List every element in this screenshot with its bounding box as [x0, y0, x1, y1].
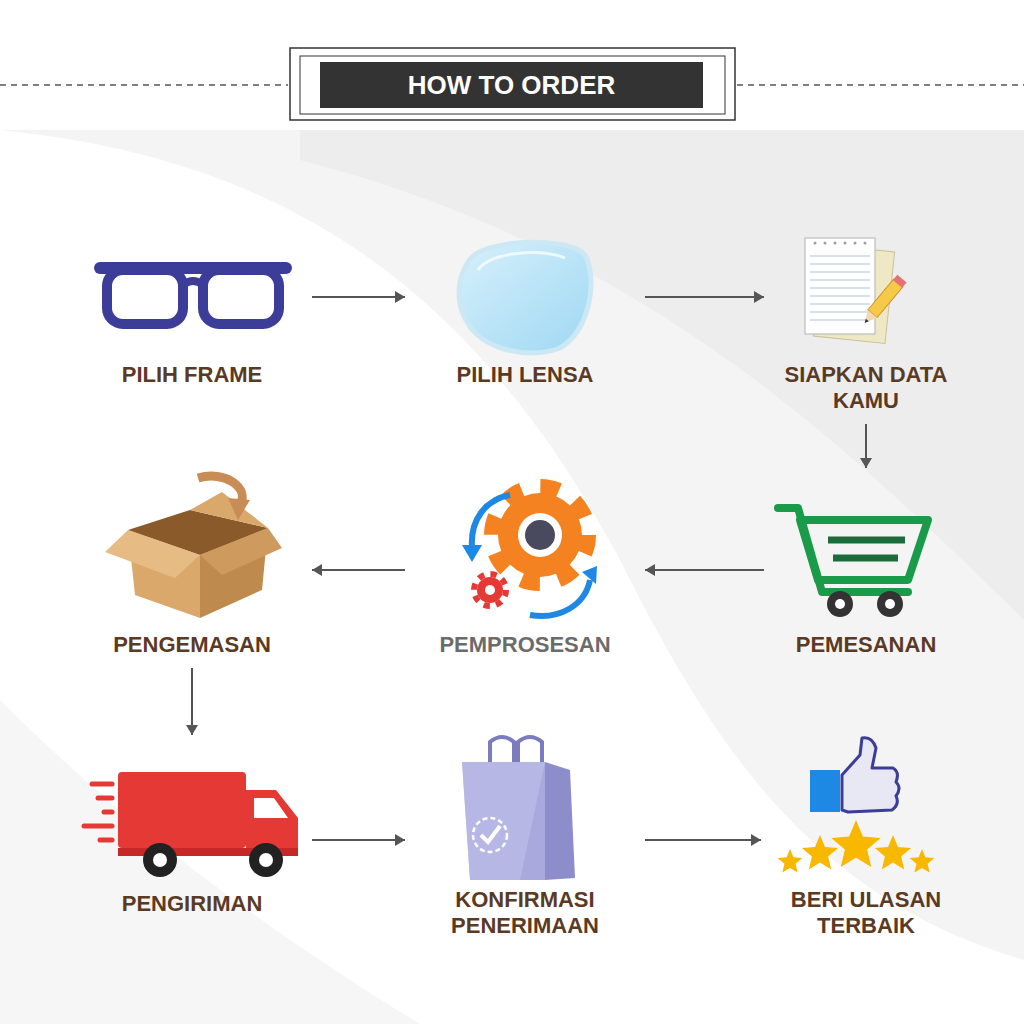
flow-arrow — [312, 564, 405, 576]
title-frame — [300, 56, 725, 114]
gears-icon — [462, 487, 597, 616]
arrow-line — [645, 296, 764, 298]
step-node: PEMESANAN — [774, 478, 958, 658]
review-icon — [778, 738, 935, 873]
arrowhead — [860, 458, 872, 468]
step-label: BERI ULASAN TERBAIK — [771, 887, 961, 939]
lens-icon — [459, 242, 591, 353]
glasses-icon — [100, 268, 286, 324]
arrow-line — [645, 839, 761, 841]
truck-icon — [84, 772, 298, 877]
step-node: PENGIRIMAN — [82, 745, 302, 917]
arrow-line — [191, 668, 193, 735]
step-label: PEMPROSESAN — [415, 632, 635, 658]
flow-arrow — [312, 834, 405, 846]
arrowhead — [395, 834, 405, 846]
arrowhead — [751, 834, 761, 846]
step-label: SIAPKAN DATA KAMU — [774, 362, 958, 414]
step-node: KONFIRMASI PENERIMAAN — [415, 730, 635, 939]
notepad-icon — [805, 238, 907, 344]
arrowhead — [395, 291, 405, 303]
step-node: BERI ULASAN TERBAIK — [771, 730, 961, 939]
flow-arrow — [186, 668, 198, 735]
arrow-line — [645, 569, 764, 571]
step-node: PILIH FRAME — [82, 255, 302, 388]
flow-arrow — [860, 424, 872, 468]
flow-arrow — [645, 291, 764, 303]
bag-icon — [462, 737, 575, 880]
arrow-line — [312, 296, 405, 298]
step-node: PILIH LENSA — [415, 255, 635, 388]
title-frame — [290, 48, 735, 120]
box-icon — [105, 476, 282, 618]
flow-arrow — [645, 564, 764, 576]
cart-icon — [778, 508, 928, 617]
step-label: PEMESANAN — [774, 632, 958, 658]
title: HOW TO ORDER — [320, 62, 703, 108]
background-swoosh — [0, 130, 1024, 960]
title-bar — [320, 62, 703, 108]
background-swoosh — [300, 130, 1024, 620]
step-label: PENGEMASAN — [82, 632, 302, 658]
step-node: PENGEMASAN — [82, 478, 302, 658]
flow-arrow — [645, 834, 761, 846]
step-label: KONFIRMASI PENERIMAAN — [415, 887, 635, 939]
arrowhead — [312, 564, 322, 576]
step-node: SIAPKAN DATA KAMU — [774, 255, 958, 414]
step-label: PILIH LENSA — [415, 362, 635, 388]
dashed-rule — [737, 84, 1024, 86]
dashed-rule — [0, 84, 288, 86]
arrowhead — [645, 564, 655, 576]
arrow-line — [312, 839, 405, 841]
background-swoosh — [0, 700, 420, 1024]
arrow-line — [312, 569, 405, 571]
flow-arrow — [312, 291, 405, 303]
arrowhead — [754, 291, 764, 303]
step-label: PILIH FRAME — [82, 362, 302, 388]
step-node: PEMPROSESAN — [415, 478, 635, 658]
arrowhead — [186, 725, 198, 735]
step-label: PENGIRIMAN — [82, 891, 302, 917]
